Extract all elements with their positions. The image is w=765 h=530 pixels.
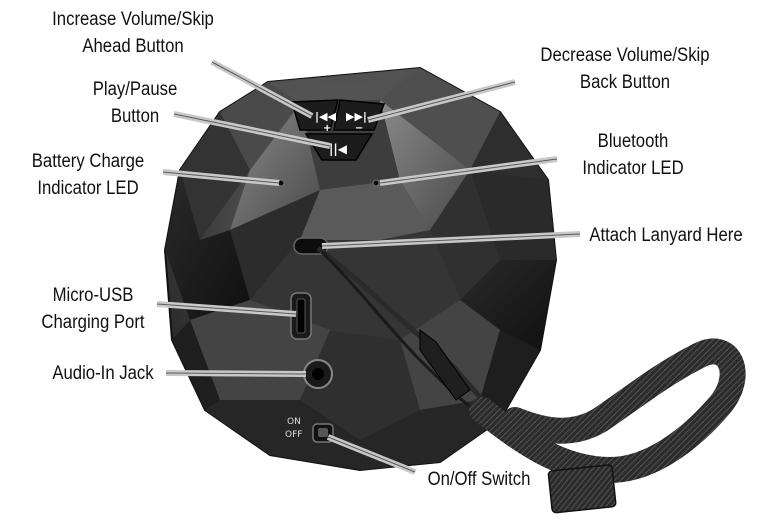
label-micro-usb: Micro-USB Charging Port [41, 285, 145, 333]
control-buttons: |◀◀ ▶▶| ||◀ + − [291, 99, 386, 161]
label-increase-volume: Increase Volume/Skip Ahead Button [52, 9, 214, 57]
label-lanyard: Attach Lanyard Here [589, 225, 743, 246]
lanyard [316, 246, 746, 514]
label-audio-in: Audio-In Jack [52, 363, 154, 384]
play-pause-button[interactable] [304, 133, 374, 161]
minus-sign: − [355, 123, 363, 134]
skip-ahead-icon: |◀◀ [315, 110, 336, 123]
increase-volume-button[interactable] [291, 99, 339, 131]
label-decrease-volume: Decrease Volume/Skip Back Button [540, 45, 710, 93]
label-on-off-switch: On/Off Switch [427, 469, 531, 490]
label-bluetooth-led: Bluetooth Indicator LED [582, 131, 684, 179]
label-battery-led: Battery Charge Indicator LED [31, 151, 145, 199]
skip-back-icon: ▶▶| [346, 110, 367, 123]
switch-on-label: ON [287, 417, 301, 427]
switch-off-label: OFF [285, 430, 302, 440]
play-pause-icon: ||◀ [329, 142, 348, 156]
plus-sign: + [323, 123, 331, 134]
decrease-volume-button[interactable] [333, 99, 386, 131]
label-play-pause: Play/Pause Button [92, 79, 178, 127]
bluetooth-led [372, 179, 380, 187]
